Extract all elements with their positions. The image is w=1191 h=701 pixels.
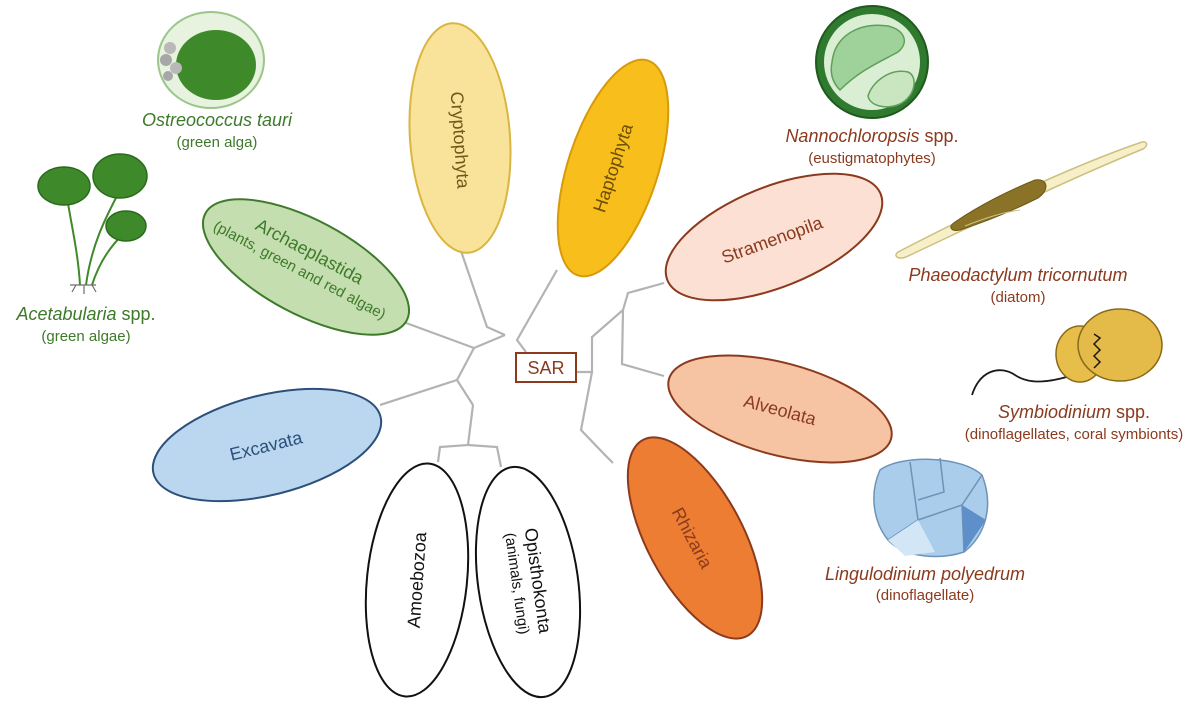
opisthokonta-ellipse [474, 465, 582, 699]
acetabularia-caption: Acetabularia spp. (green algae) [15, 304, 155, 345]
symbiodinium-name: Symbiodinium spp. [998, 402, 1150, 422]
symbiodinium-caption: Symbiodinium spp. (dinoflagellates, cora… [965, 402, 1183, 443]
branch-alveolata [620, 309, 665, 378]
group-amoebozoa: Amoebozoa [364, 462, 470, 698]
branch-excavata [379, 378, 474, 407]
tree-branches [379, 247, 665, 468]
group-haptophyta: Haptophyta [556, 58, 670, 278]
stramenopila-ellipse [664, 172, 884, 302]
phaeodactylum-caption: Phaeodactylum tricornutum (diatom) [908, 265, 1127, 306]
group-archaeplastida: Archaeplastida (plants, green and red al… [201, 198, 411, 336]
excavata-ellipse [151, 387, 383, 503]
ostreococcus-sub: (green alga) [177, 134, 258, 151]
branch-opisthokonta [467, 443, 503, 468]
lingulodinium-name: Lingulodinium polyedrum [825, 564, 1025, 584]
group-excavata: Excavata [151, 387, 383, 503]
sar-label: SAR [527, 358, 564, 378]
branch-cryptophyta [458, 247, 506, 337]
branch-haptophyta [515, 269, 558, 353]
phaeodactylum-name: Phaeodactylum tricornutum [908, 265, 1127, 285]
amoebozoa-ellipse [364, 462, 470, 698]
branch-archae-connector [456, 347, 475, 381]
lingulodinium-illustration [873, 457, 989, 558]
symbiodinium-sub: (dinoflagellates, coral symbionts) [965, 426, 1183, 443]
branch-amoebozoa [436, 404, 475, 463]
phaeodactylum-sub: (diatom) [990, 289, 1045, 306]
ostreococcus-name: Ostreococcus tauri [142, 110, 293, 130]
branch-stramenopila [576, 281, 665, 374]
group-stramenopila: Stramenopila [664, 172, 884, 302]
nannochloropsis-name: Nannochloropsis spp. [785, 126, 958, 146]
group-cryptophyta: Cryptophyta [408, 22, 512, 254]
cryptophyta-ellipse [408, 22, 512, 254]
lingulodinium-sub: (dinoflagellate) [876, 587, 974, 604]
alveolata-ellipse [667, 354, 893, 464]
ostreococcus-caption: Ostreococcus tauri (green alga) [142, 110, 293, 151]
ostreococcus-illustration [157, 11, 265, 109]
nannochloropsis-illustration [815, 5, 929, 119]
sar-box-frame [515, 352, 577, 383]
acetabularia-illustration [37, 153, 148, 294]
acetabularia-name: Acetabularia spp. [15, 304, 155, 324]
group-alveolata: Alveolata [667, 354, 893, 464]
rhizaria-ellipse [626, 436, 764, 640]
group-opisthokonta: Opisthokonta (animals, fungi) [474, 465, 582, 699]
symbiodinium-illustration [971, 308, 1163, 396]
sar-box: SAR [515, 352, 577, 383]
branch-rhizaria [579, 371, 614, 464]
lingulodinium-caption: Lingulodinium polyedrum (dinoflagellate) [825, 564, 1025, 604]
phaeodactylum-illustration [895, 141, 1148, 259]
group-rhizaria: Rhizaria [626, 436, 764, 640]
nannochloropsis-sub: (eustigmatophytes) [808, 150, 936, 167]
haptophyta-ellipse [556, 58, 670, 278]
acetabularia-sub: (green algae) [41, 328, 130, 345]
branch-archaeplastida [397, 318, 506, 350]
archaeplastida-ellipse [201, 198, 411, 336]
nannochloropsis-caption: Nannochloropsis spp. (eustigmatophytes) [785, 126, 958, 167]
